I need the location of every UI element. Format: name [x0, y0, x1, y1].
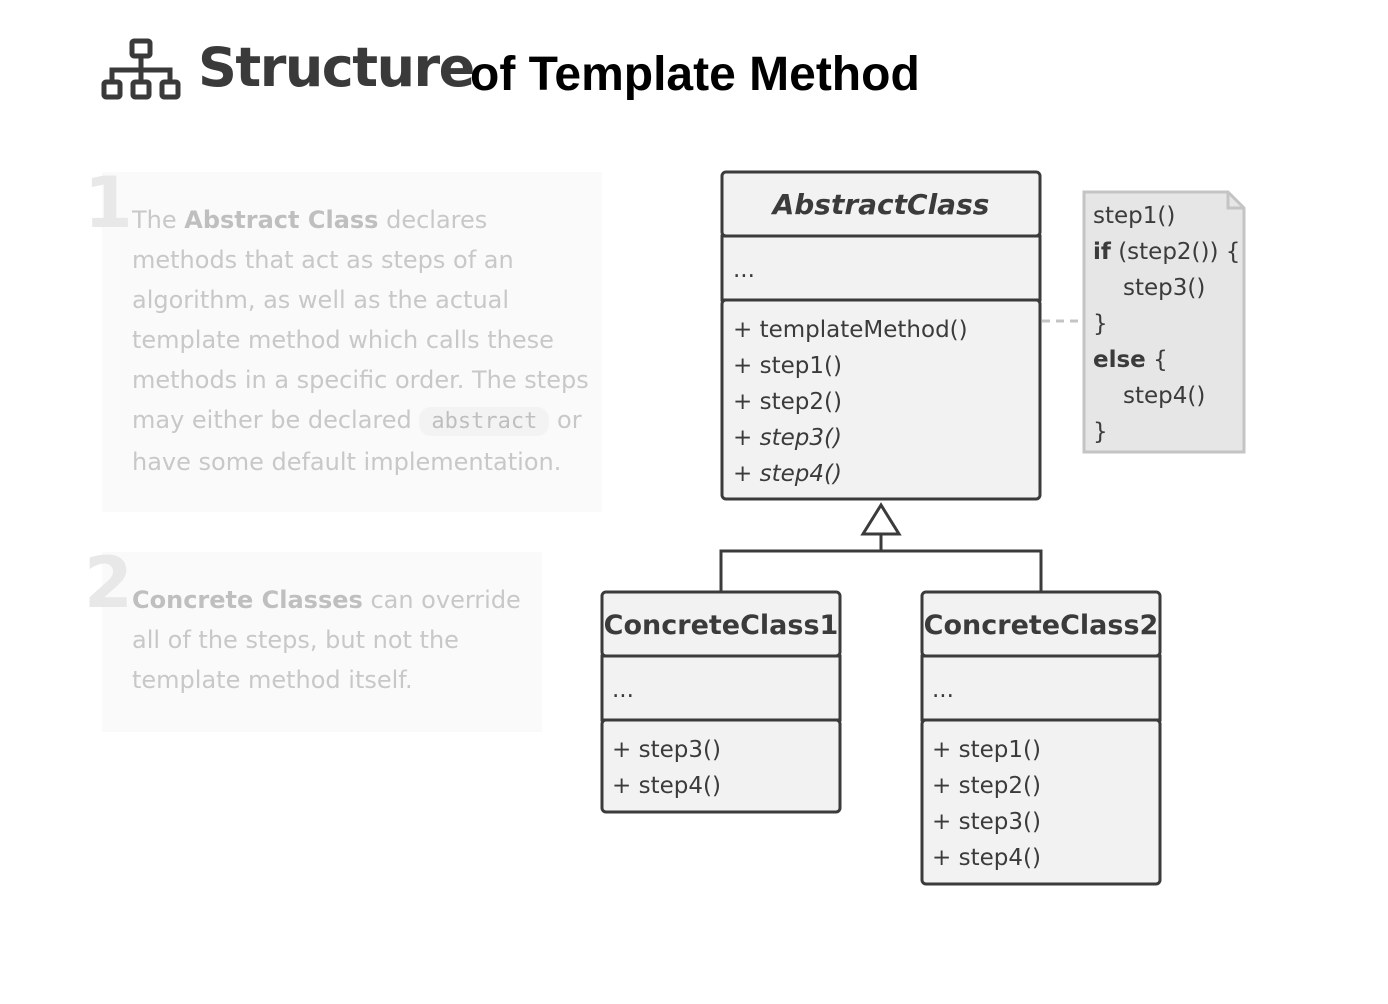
note-2-text-part: can override all of the steps, but not t… [132, 586, 521, 694]
inheritance-arrow [719, 502, 1043, 592]
note-2-text: Concrete Classes can override all of the… [132, 580, 522, 700]
code-text: } [1093, 311, 1108, 337]
note-1-text-part: or have some default implementation. [132, 406, 582, 476]
note-1-text: The Abstract Class declares methods that… [132, 200, 592, 482]
page-title: Structure [198, 36, 475, 99]
code-line: step1() [1093, 203, 1175, 229]
abstract-class-method: + step1() [733, 353, 842, 379]
code-text: step1() [1093, 203, 1175, 229]
code-line: step4() [1123, 383, 1205, 409]
hierarchy-icon [101, 38, 181, 100]
note-1-term-abstract-class: Abstract Class [184, 206, 379, 234]
concrete-class-1-method: + step4() [612, 773, 721, 799]
note-1-code-abstract: abstract [419, 407, 550, 436]
note-1-text-part: The [132, 206, 185, 234]
abstract-class: AbstractClass ... + templateMethod() + st… [720, 170, 1042, 501]
abstract-class-method: + step4() [733, 461, 842, 487]
code-text: step4() [1123, 383, 1205, 409]
note-1-text-part: declares methods that act as steps of an… [132, 206, 589, 434]
code-line: if (step2()) { [1093, 239, 1240, 265]
concrete-class-2-method: + step2() [932, 773, 1041, 799]
code-line: } [1093, 311, 1108, 337]
abstract-class-name: AbstractClass [771, 188, 990, 221]
note-1-number: 1 [84, 162, 133, 244]
note-2-number: 2 [84, 542, 133, 624]
code-keyword: if [1093, 239, 1112, 265]
code-line: step3() [1123, 275, 1205, 301]
note-1: 1 The Abstract Class declares methods th… [84, 168, 602, 512]
concrete-class-1-name: ConcreteClass1 [604, 610, 839, 641]
code-note: step1() if (step2()) { step3()} else { step4… [1082, 190, 1246, 454]
page-subtitle: of Template Method [470, 48, 920, 101]
concrete-class-1-fields: ... [612, 677, 634, 703]
code-text: step3() [1123, 275, 1205, 301]
abstract-class-method: + step3() [733, 425, 842, 451]
abstract-class-method: + templateMethod() [733, 317, 968, 343]
code-keyword: else [1093, 347, 1146, 373]
abstract-class-fields: ... [733, 257, 755, 283]
note-2: 2 Concrete Classes can override all of t… [84, 548, 542, 732]
note-2-term-concrete-classes: Concrete Classes [132, 586, 363, 614]
abstract-class-method: + step2() [733, 389, 842, 415]
concrete-class-2: ConcreteClass2 ... + step1() + step2() + s… [920, 590, 1162, 886]
code-text: (step2()) { [1111, 239, 1241, 265]
concrete-class-2-method: + step3() [932, 809, 1041, 835]
concrete-class-2-fields: ... [932, 677, 954, 703]
code-text: } [1093, 419, 1108, 445]
code-line: } [1093, 419, 1108, 445]
concrete-class-2-name: ConcreteClass2 [924, 610, 1159, 641]
code-line: else { [1093, 347, 1168, 373]
concrete-class-1-method: + step3() [612, 737, 721, 763]
concrete-class-2-method: + step1() [932, 737, 1041, 763]
concrete-class-1: ConcreteClass1 ... + step3() + step4() [600, 590, 842, 814]
concrete-class-2-method: + step4() [932, 845, 1041, 871]
code-text: { [1146, 347, 1168, 373]
